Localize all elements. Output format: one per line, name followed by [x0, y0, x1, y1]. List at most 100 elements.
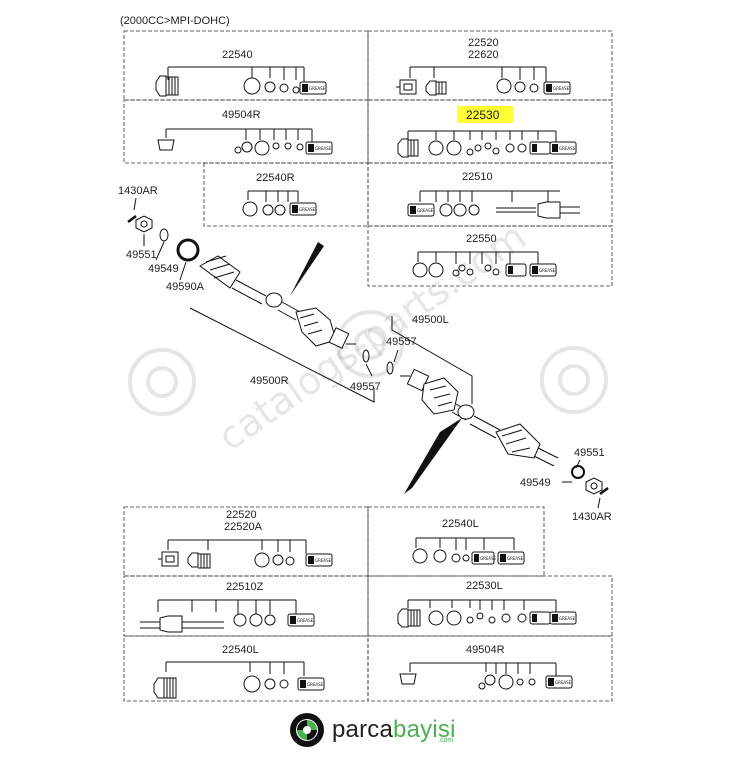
grease-pack-icon — [505, 263, 527, 277]
inner-shaft-icon — [140, 615, 208, 633]
clip-ring-icon — [488, 616, 496, 624]
part-label-22510: 22510 — [462, 171, 493, 183]
part-label-22540L: 22540L — [442, 518, 479, 530]
dust-seal-icon — [571, 465, 585, 479]
kit-22520-22520A: 22520 22520A GREASE — [158, 509, 333, 569]
grease-pack-icon: GREASE — [305, 141, 333, 155]
part-label-22520: 22520 — [468, 37, 499, 49]
leader-49500L — [391, 316, 473, 404]
kit-22540L-lower: 22540L GREASE — [153, 644, 325, 699]
grease-tag: GREASE — [507, 556, 524, 561]
grease-tag: GREASE — [559, 146, 576, 151]
part-label-49590A: 49590A — [166, 281, 205, 293]
clip-ring-icon — [234, 146, 242, 154]
clamp-ring-icon — [498, 674, 514, 690]
clip-ring-icon — [476, 612, 484, 620]
part-label-49551: 49551 — [126, 249, 157, 261]
kit-22540L-upper: 22540L GREASE GREASE — [412, 518, 525, 565]
clip-ring-icon — [466, 148, 474, 156]
clamp-ring-icon — [254, 140, 270, 156]
part-label-22530L: 22530L — [466, 580, 503, 592]
drive-shaft-49500R — [199, 255, 356, 349]
clamp-ring-icon — [517, 143, 527, 153]
clamp-ring-icon — [446, 610, 462, 626]
drive-shaft-49500L — [400, 368, 559, 467]
grease-pack-icon: GREASE — [287, 613, 315, 627]
clip-ring-icon — [466, 268, 474, 276]
part-label-49557-lower: 49557 — [350, 381, 381, 393]
clamp-ring-icon — [428, 262, 444, 278]
cv-joint-housing-icon — [158, 551, 179, 567]
grease-pack-icon: GREASE — [543, 81, 571, 95]
kit-22510: 22510 GREASE — [407, 171, 580, 219]
grease-pack-icon — [529, 141, 551, 155]
watermark-logo-icon — [540, 346, 608, 414]
clip-ring-icon — [478, 682, 486, 690]
grease-pack-icon: GREASE — [497, 551, 525, 565]
variant-header: (2000CC>MPI-DOHC) — [120, 15, 230, 27]
grease-pack-icon: GREASE — [297, 677, 325, 691]
hub-nut-icon — [585, 477, 603, 495]
cotter-pin-icon — [127, 215, 137, 223]
clip-ring-icon — [528, 678, 536, 686]
left-hub-hardware: 49551 49549 1430AR — [520, 447, 612, 523]
clamp-ring-icon — [453, 203, 467, 217]
brand-suffix: .com — [438, 737, 454, 744]
kit-22510Z: 22510Z GREASE — [140, 581, 315, 633]
boot-icon — [153, 677, 177, 699]
watermark-logo-icon — [128, 348, 196, 416]
clip-ring-icon — [462, 554, 470, 562]
clamp-ring-icon — [243, 675, 261, 693]
dust-seal-icon — [176, 238, 200, 262]
boot-icon — [425, 80, 447, 96]
cv-joint-housing-icon — [396, 79, 417, 95]
grease-tag: GREASE — [315, 146, 332, 151]
clamp-ring-icon — [274, 204, 286, 216]
clip-ring-icon — [516, 678, 524, 686]
clip-ring-icon — [284, 142, 292, 150]
part-label-22520A: 22520A — [224, 521, 263, 533]
clip-ring-icon — [474, 144, 482, 152]
bottom-kit-grid — [123, 506, 613, 702]
clamp-ring-icon — [241, 141, 253, 153]
grease-tag: GREASE — [307, 682, 324, 687]
top-kit-grid — [123, 30, 613, 287]
clamp-ring-icon — [412, 262, 428, 278]
clamp-ring-icon — [412, 548, 428, 564]
grease-tag: GREASE — [299, 207, 316, 212]
part-label-49551-left: 49551 — [574, 447, 605, 459]
part-label-22620: 22620 — [468, 49, 499, 61]
snap-ring-icon — [386, 361, 394, 375]
kit-22540: 22540 GREASE — [155, 49, 327, 97]
kit-22530L: 22530L GREASE — [397, 580, 577, 628]
clamp-ring-icon — [272, 554, 284, 566]
cotter-pin-icon — [599, 487, 609, 495]
grease-tag: GREASE — [480, 556, 497, 561]
clamp-ring-icon — [254, 552, 270, 568]
clip-ring-icon — [492, 147, 500, 155]
kit-22540R: 22540R GREASE — [242, 172, 317, 217]
clamp-ring-icon — [279, 83, 289, 93]
grease-pack-icon: GREASE — [289, 202, 317, 216]
grease-pack-icon: GREASE — [407, 203, 435, 217]
grease-tag: GREASE — [555, 680, 572, 685]
part-label-49504R-bottom: 49504R — [466, 644, 505, 656]
grease-pack-icon: GREASE — [549, 141, 577, 155]
inner-shaft-icon — [496, 201, 580, 219]
sheet-cut-mark — [290, 242, 324, 296]
clip-ring-icon — [272, 142, 280, 150]
clamp-ring-icon — [433, 549, 447, 563]
grease-tag: GREASE — [559, 616, 576, 621]
brand-name: parcabayisi — [332, 716, 456, 743]
part-label-49500R: 49500R — [250, 375, 289, 387]
clip-ring-icon — [517, 613, 527, 623]
clamp-ring-icon — [514, 81, 526, 93]
part-label-49549-left: 49549 — [520, 477, 551, 489]
clamp-ring-icon — [446, 140, 462, 156]
boot-icon — [397, 608, 421, 628]
clip-ring-icon — [484, 264, 492, 272]
grease-pack-icon — [529, 611, 551, 625]
right-hub-hardware: 1430AR 49551 49549 49590A — [118, 185, 205, 293]
part-label-22520-bottom: 22520 — [226, 509, 257, 521]
part-label-22530: 22530 — [466, 108, 500, 122]
